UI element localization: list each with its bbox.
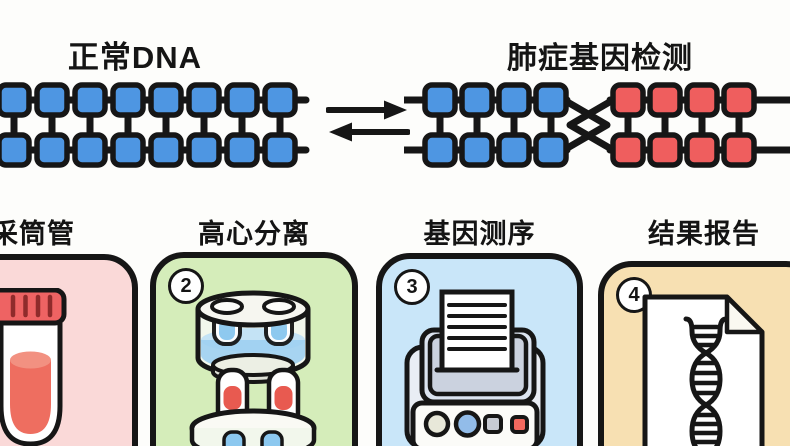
step-label-collection: 采筒管 — [0, 219, 75, 249]
step-label-centrifuge: 高心分离 — [198, 219, 310, 249]
blood-tube-illustration — [0, 288, 67, 446]
step-panel-report: 4 — [598, 261, 790, 446]
normal-dna-title: 正常DNA — [67, 40, 203, 75]
normal-dna-strand-illustration — [0, 82, 310, 168]
step-panel-collection — [0, 254, 138, 446]
mutated-dna-title: 肺症基因检测 — [507, 42, 693, 75]
step-panel-centrifuge: 2 — [150, 252, 358, 446]
report-document-illustration — [642, 294, 765, 446]
mutated-dna-strand-illustration — [404, 82, 790, 168]
step-number-badge: 2 — [168, 268, 204, 304]
centrifuge-illustration — [189, 290, 317, 446]
step-panel-sequencing: 3 — [376, 253, 583, 446]
dna-helix-icon — [683, 316, 729, 446]
step-label-report: 结果报告 — [648, 219, 760, 249]
sequencer-illustration — [404, 289, 546, 446]
step-number-badge: 3 — [394, 269, 430, 305]
equilibrium-arrows-icon — [326, 100, 410, 142]
step-label-sequencing: 基因测序 — [423, 219, 536, 249]
